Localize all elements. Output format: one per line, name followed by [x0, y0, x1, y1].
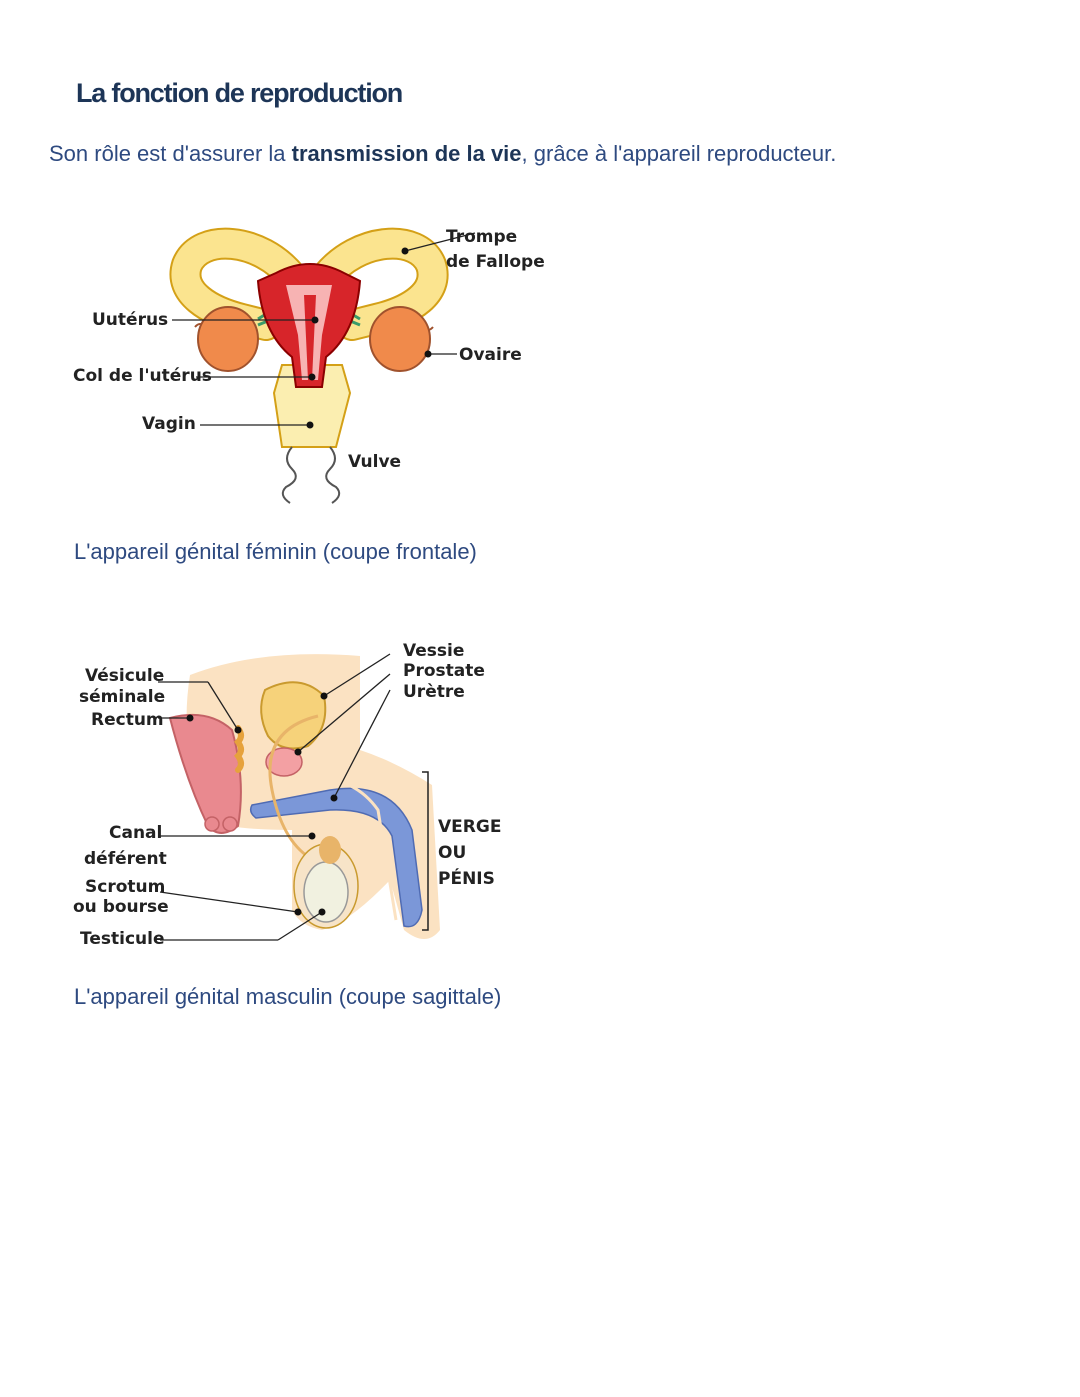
label-col-uterus: Col de l'utérus — [73, 366, 212, 386]
label-scrotum-line2: ou bourse — [73, 897, 169, 917]
label-penis: PÉNIS — [438, 867, 495, 889]
male-reproductive-diagram: Vessie Prostate Urètre Vésicule séminale… — [60, 630, 560, 960]
male-figure-caption: L'appareil génital masculin (coupe sagit… — [74, 984, 501, 1010]
label-vulve: Vulve — [348, 452, 401, 472]
label-trompe-line1: Trompe — [446, 227, 517, 247]
label-uterus: Uutérus — [92, 310, 168, 330]
label-prostate: Prostate — [403, 661, 485, 681]
label-ovaire: Ovaire — [459, 345, 522, 365]
label-scrotum-line1: Scrotum — [85, 877, 165, 897]
label-vesicule-line2: séminale — [79, 687, 165, 707]
label-vessie: Vessie — [403, 641, 464, 661]
label-trompe-line2: de Fallope — [446, 252, 545, 272]
label-ou: OU — [438, 843, 466, 863]
label-rectum: Rectum — [91, 710, 164, 730]
label-uretre: Urètre — [403, 682, 465, 702]
female-reproductive-diagram: Trompe de Fallope Uutérus Ovaire Col de … — [60, 215, 560, 515]
label-vesicule-line1: Vésicule — [85, 666, 164, 686]
intro-text-end: , grâce à l'appareil reproducteur. — [522, 141, 837, 166]
intro-bold-text: transmission de la vie — [292, 141, 522, 166]
intro-paragraph: Son rôle est d'assurer la transmission d… — [49, 141, 836, 167]
female-figure-caption: L'appareil génital féminin (coupe fronta… — [74, 539, 477, 565]
label-canal-line2: déférent — [84, 849, 167, 869]
label-verge: VERGE — [438, 817, 501, 837]
label-vagin: Vagin — [142, 414, 196, 434]
label-canal-line1: Canal — [109, 823, 162, 843]
page-title: La fonction de reproduction — [76, 78, 402, 109]
label-testicule: Testicule — [80, 929, 164, 949]
intro-text-start: Son rôle est d'assurer la — [49, 141, 292, 166]
